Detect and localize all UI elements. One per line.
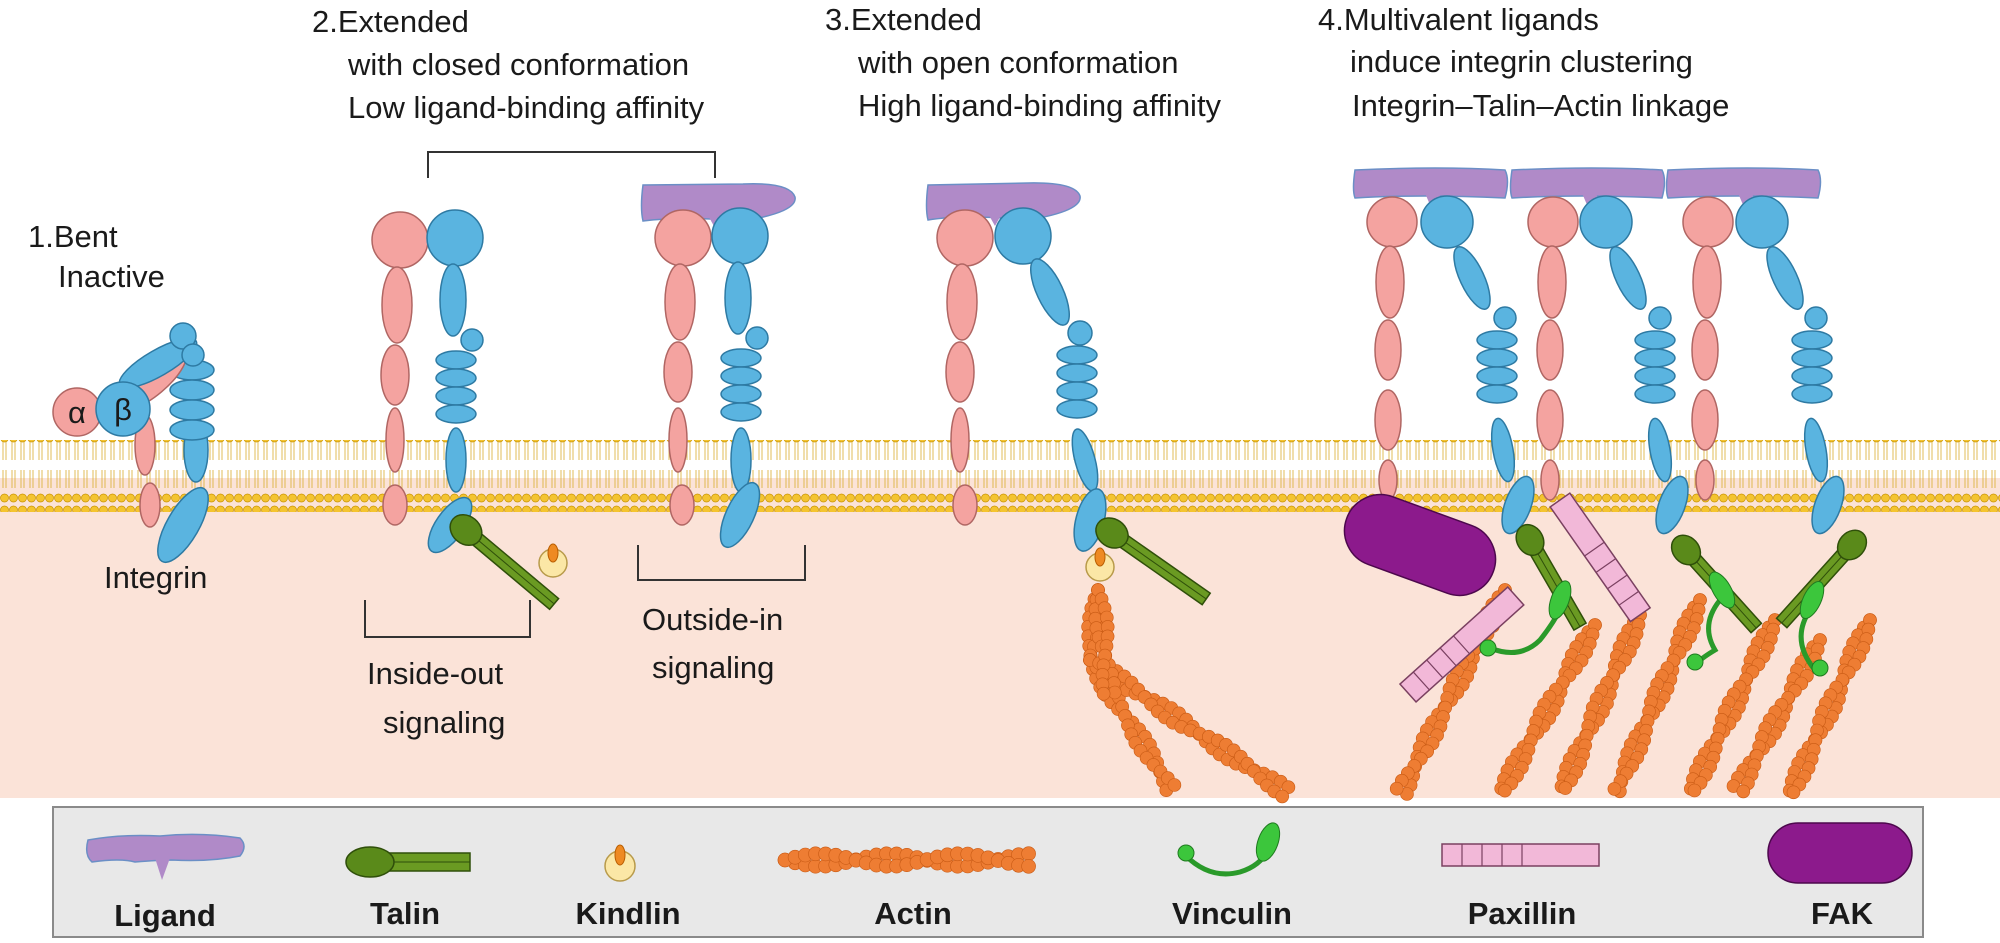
integrin-cluster [1343, 167, 1877, 801]
fak [1343, 493, 1497, 597]
ligand [1665, 167, 1822, 199]
vinculin [1479, 571, 1829, 677]
step4-line1: 4.Multivalent ligands [1318, 2, 1599, 37]
legend-talin-label: Talin [370, 896, 440, 931]
extended-open-integrin [925, 182, 1296, 804]
legend-vinculin-label: Vinculin [1172, 896, 1292, 931]
talin [449, 513, 560, 611]
inside-out-label-1: Inside-out [367, 656, 504, 691]
step3-line3: High ligand-binding affinity [858, 88, 1222, 123]
legend-kindlin-label: Kindlin [575, 896, 680, 931]
actin-bead [1558, 781, 1573, 795]
extended-closed-integrin [371, 209, 568, 611]
actin-bead [1498, 783, 1512, 798]
actin-bead [1167, 778, 1182, 792]
ligand [1509, 167, 1666, 199]
actin-bead [1275, 789, 1289, 804]
actin-filament [1081, 583, 1296, 804]
kindlin [538, 543, 568, 578]
step2-line2: with closed conformation [347, 47, 689, 82]
step1-line1: 1.Bent [28, 219, 118, 254]
paxillin [1398, 585, 1525, 703]
legend-paxillin-label: Paxillin [1468, 896, 1577, 931]
actin-bead [1736, 784, 1751, 799]
legend-talin-icon [345, 846, 471, 878]
actin-filaments [1389, 583, 1877, 801]
beta-label: β [114, 392, 132, 427]
step2-line1: 2.Extended [312, 4, 469, 39]
talin [1095, 517, 1212, 606]
legend-vinculin-icon [1177, 822, 1281, 877]
legend-fak-label: FAK [1811, 896, 1874, 931]
bracket-outside-in [637, 545, 806, 581]
beta-leg-beads [169, 359, 215, 441]
step2-line3: Low ligand-binding affinity [348, 90, 705, 125]
inside-out-label-2: signaling [383, 705, 505, 740]
legend-ligand-icon [85, 833, 245, 880]
step3-line2: with open conformation [857, 45, 1179, 80]
bracket-inside-out [364, 600, 531, 638]
actin-bead [1389, 781, 1404, 796]
legend-actin-icon [777, 846, 1036, 874]
actin-bead [1021, 846, 1036, 862]
actin-bead [1687, 783, 1702, 798]
talin [1515, 523, 1588, 632]
bent-integrin: α β [52, 322, 215, 563]
outside-in-label-1: Outside-in [642, 602, 783, 637]
outside-in-label-2: signaling [652, 650, 774, 685]
step4-line2: induce integrin clustering [1350, 44, 1693, 79]
kindlin [1085, 547, 1115, 582]
ligand [1352, 167, 1509, 199]
step1-line2: Inactive [58, 259, 165, 294]
actin-bead [1096, 686, 1111, 701]
legend-actin-label: Actin [874, 896, 952, 931]
integrin-label: Integrin [104, 560, 207, 595]
legend-paxillin-icon [1441, 843, 1600, 867]
step4-line3: Integrin–Talin–Actin linkage [1352, 88, 1729, 123]
actin-bead [1786, 785, 1801, 800]
legend-fak-icon [1767, 822, 1913, 884]
legend-kindlin-icon [604, 844, 636, 882]
extended-closed-ligand-integrin [640, 183, 796, 549]
legend: Ligand Talin Kindlin Actin Vinculin Paxi… [52, 806, 1924, 938]
legend-box [52, 806, 1924, 938]
beta-head [95, 381, 151, 437]
bracket-top [427, 151, 716, 178]
paxillin [1549, 492, 1652, 623]
step3-line1: 3.Extended [825, 2, 982, 37]
legend-ligand-label: Ligand [114, 898, 216, 933]
actin-bead [1021, 858, 1036, 874]
actin-bead [1607, 782, 1622, 796]
alpha-label: α [68, 395, 86, 430]
